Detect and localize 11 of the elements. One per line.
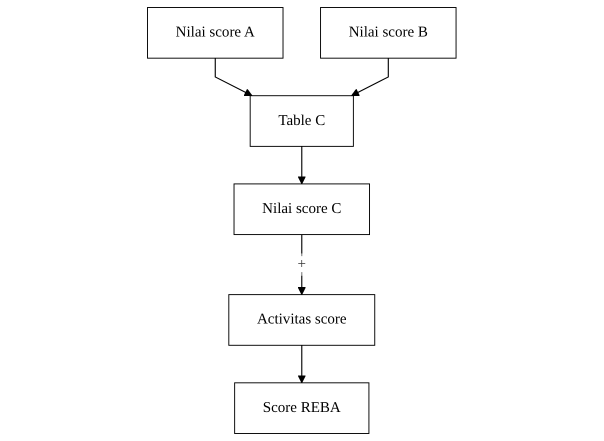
arrow — [214, 58, 253, 96]
node-box: Table C — [250, 95, 354, 147]
node-box: Nilai score B — [320, 7, 457, 59]
arrow — [298, 146, 306, 184]
arrow — [351, 58, 390, 96]
arrow — [298, 345, 306, 384]
node-box: Score REBA — [234, 382, 370, 434]
edge-label: + — [298, 256, 306, 272]
node-box: Nilai score A — [147, 7, 284, 59]
node-box: Nilai score C — [234, 183, 370, 236]
node-box: Activitas score — [228, 294, 376, 346]
